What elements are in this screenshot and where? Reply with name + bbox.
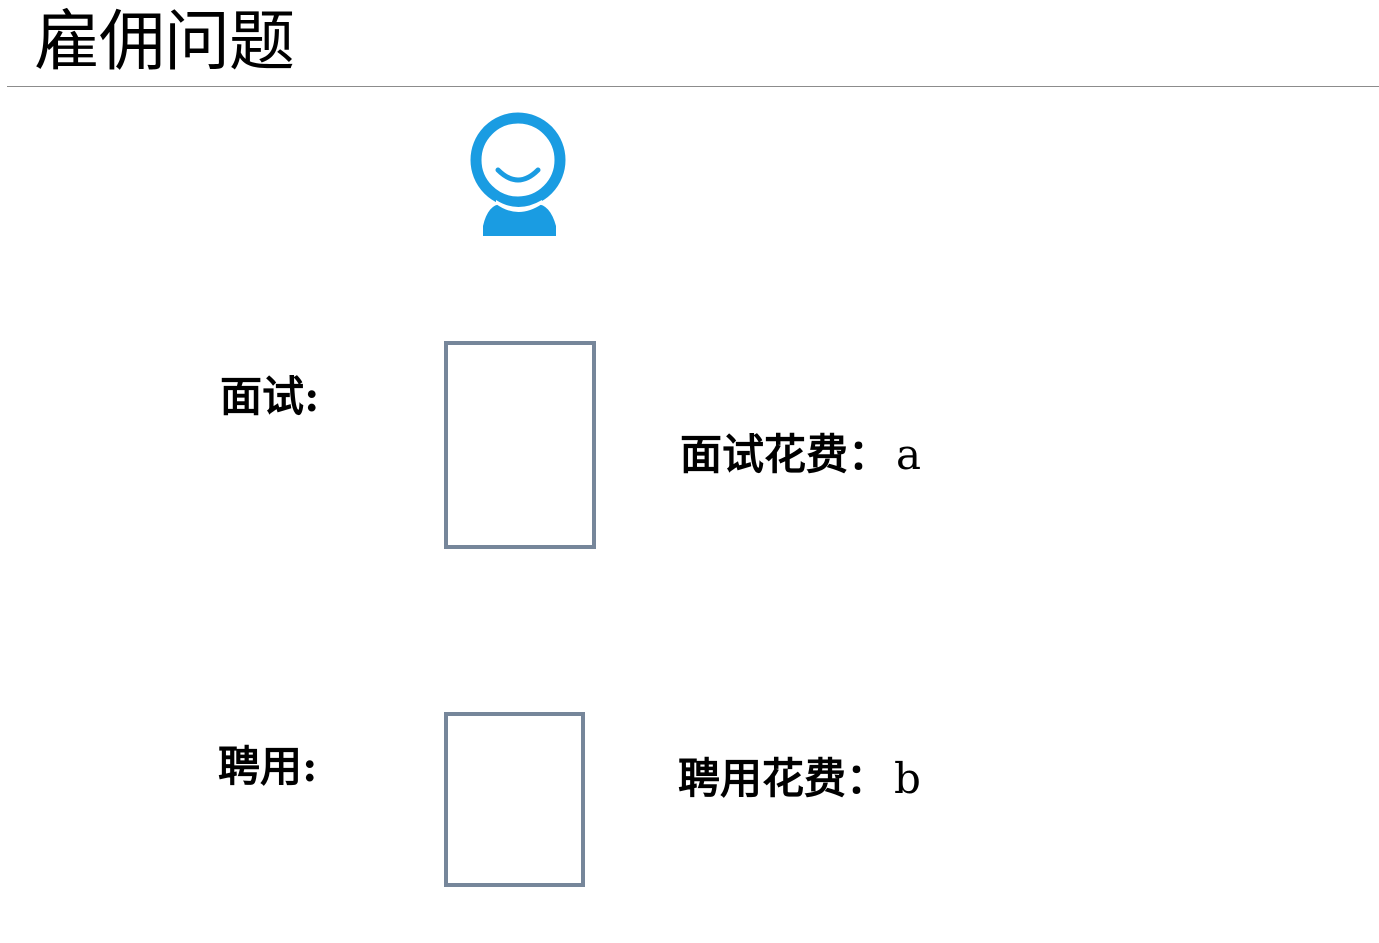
interview-cost-variable: a <box>896 430 922 479</box>
interview-box <box>444 341 596 549</box>
hire-cost-label: 聘用花费： <box>678 754 889 803</box>
avatar-smile <box>495 167 541 183</box>
interview-cost: 面试花费：a <box>680 430 921 480</box>
hire-cost-variable: b <box>894 754 921 803</box>
hire-box <box>444 712 585 887</box>
hire-label: 聘用: <box>218 742 318 791</box>
person-avatar-icon <box>470 112 566 236</box>
avatar-body <box>483 204 556 236</box>
page-title: 雇佣问题 <box>34 3 295 80</box>
avatar-head <box>470 112 566 208</box>
interview-cost-label: 面试花费： <box>680 430 891 479</box>
title-divider <box>7 86 1379 87</box>
avatar-neck-gap <box>496 200 542 212</box>
interview-label: 面试: <box>220 372 320 421</box>
hire-cost: 聘用花费：b <box>678 754 921 804</box>
